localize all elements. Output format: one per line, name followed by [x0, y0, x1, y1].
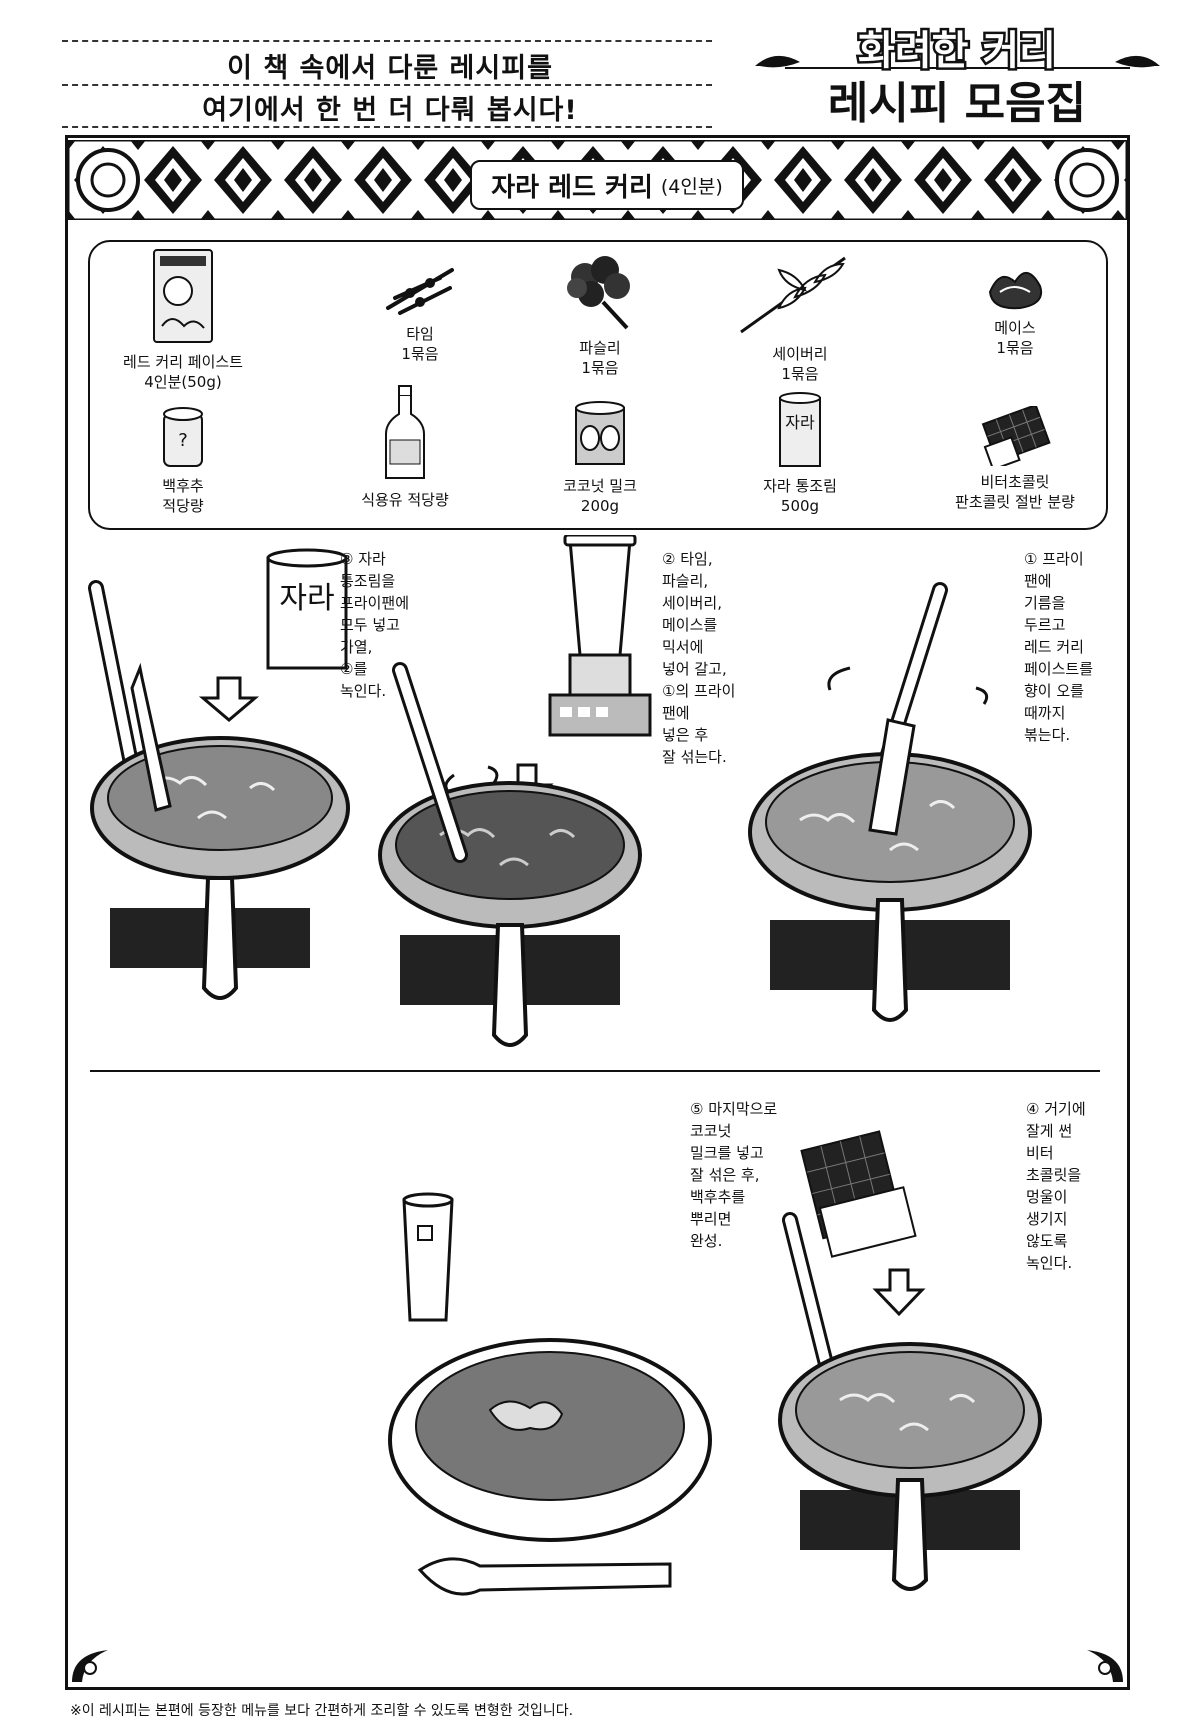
step-1-illustration — [748, 582, 1032, 1022]
svg-text:?: ? — [178, 430, 188, 451]
ingredient-name: 레드 커리 페이스트 — [123, 353, 243, 371]
ingredient-red-curry-paste: 레드 커리 페이스트 4인분(50g) — [88, 246, 278, 392]
ingredient-coconut-milk: 코코넛 밀크 200g — [505, 400, 695, 516]
logo-line-1: 화려한 커리 — [858, 28, 1056, 74]
thyme-icon — [386, 268, 454, 315]
can-label-text: 자라 — [279, 581, 334, 616]
ingredient-amount: 1묶음 — [781, 365, 819, 383]
ingredient-turtle-can: 자라 자라 통조림 500g — [705, 390, 895, 516]
ingredient-thyme: 타임 1묶음 — [325, 258, 515, 364]
recipe-frame — [65, 135, 1130, 1690]
corner-ornament-icon — [1087, 1650, 1123, 1682]
step-5-text: ⑤ 마지막으로 코코넛 밀크를 넣고 잘 섞은 후, 백후추를 뿌리면 완성. — [690, 1100, 778, 1250]
mace-icon — [988, 272, 1042, 310]
section-divider — [90, 1070, 1100, 1072]
intro-divider-middle — [62, 84, 712, 86]
step-5-illustration — [388, 1192, 712, 1596]
step-4-illustration — [778, 1130, 1042, 1591]
ingredient-savory: 세이버리 1묶음 — [705, 252, 895, 384]
recipe-title: 자라 레드 커리 — [491, 172, 653, 203]
can-label-text: 자라 — [785, 413, 815, 432]
step-4-text: ④ 거기에 잘게 썬 비터 초콜릿을 멍울이 생기지 않도록 녹인다. — [1026, 1100, 1086, 1272]
intro-line-1: 이 책 속에서 다룬 레시피를 — [227, 53, 553, 84]
chocolate-bar-icon — [981, 406, 1051, 466]
ingredient-parsley: 파슬리 1묶음 — [505, 252, 695, 378]
ingredient-name: 비터초콜릿 — [980, 473, 1050, 491]
ingredient-name: 파슬리 — [579, 339, 621, 357]
recipe-collection-logo: 화려한 커리 레시피 모음집 — [755, 26, 1160, 129]
ingredient-name: 자라 통조림 — [763, 477, 837, 495]
ingredient-name: 코코넛 밀크 — [563, 477, 637, 495]
turtle-can-icon: 자라 — [779, 392, 821, 467]
step-3-illustration: 자라 — [88, 548, 350, 1000]
coconut-milk-can-icon — [575, 401, 625, 465]
intro-line-2: 여기에서 한 번 더 다뤄 봅시다! — [202, 95, 578, 126]
ingredient-amount: 500g — [780, 497, 820, 515]
step-2-illustration — [378, 535, 652, 1047]
logo-line-2: 레시피 모음집 — [828, 78, 1086, 129]
step-3-text: ③ 자라 통조림을 프라이팬에 모두 넣고 가열, ②를 녹인다. — [340, 550, 410, 700]
step-2-text: ② 타임, 파슬리, 세이버리, 메이스를 믹서에 넣어 갈고, ①의 프라이 … — [662, 550, 736, 766]
savory-herb-icon — [740, 256, 846, 334]
oil-bottle-icon — [385, 385, 425, 479]
ingredient-name: 메이스 — [994, 319, 1036, 337]
corner-ornament-icon — [72, 1650, 108, 1682]
ingredient-name: 세이버리 — [772, 345, 828, 363]
footnote: ※이 레시피는 본편에 등장한 메뉴를 보다 간편하게 조리할 수 있도록 변형… — [70, 1703, 574, 1719]
recipe-title-plate: 자라 레드 커리 (4인분) — [470, 160, 744, 210]
ingredient-amount: 4인분(50g) — [144, 373, 222, 391]
step-1-text: ① 프라이 팬에 기름을 두르고 레드 커리 페이스트를 향이 오를 때까지 볶… — [1024, 550, 1094, 744]
parsley-icon — [567, 256, 630, 330]
recipe-servings: (4인분) — [660, 175, 723, 198]
ingredients-panel — [88, 240, 1108, 530]
ingredient-bitter-chocolate: 비터초콜릿 판초콜릿 절반 분량 — [920, 406, 1110, 512]
pepper-shaker-icon: ? — [163, 407, 203, 467]
ingredient-name: 백후추 — [162, 477, 204, 495]
ingredient-amount: 1묶음 — [581, 359, 619, 377]
ingredient-amount: 1묶음 — [401, 345, 439, 363]
ingredient-amount: 1묶음 — [996, 339, 1034, 357]
ingredient-amount: 판초콜릿 절반 분량 — [955, 493, 1075, 511]
ingredient-white-pepper: ? 백후추 적당량 — [88, 400, 278, 516]
ingredient-name: 식용유 적당량 — [361, 491, 449, 509]
intro-divider-top — [62, 40, 712, 42]
ingredient-amount: 적당량 — [162, 497, 204, 515]
ingredient-name: 타임 — [406, 325, 434, 343]
ingredient-cooking-oil: 식용유 적당량 — [310, 384, 500, 510]
ingredient-mace: 메이스 1묶음 — [920, 262, 1110, 358]
intro-divider-bottom — [62, 126, 712, 128]
curry-paste-packet-icon — [153, 249, 213, 343]
ingredient-amount: 200g — [580, 497, 620, 515]
